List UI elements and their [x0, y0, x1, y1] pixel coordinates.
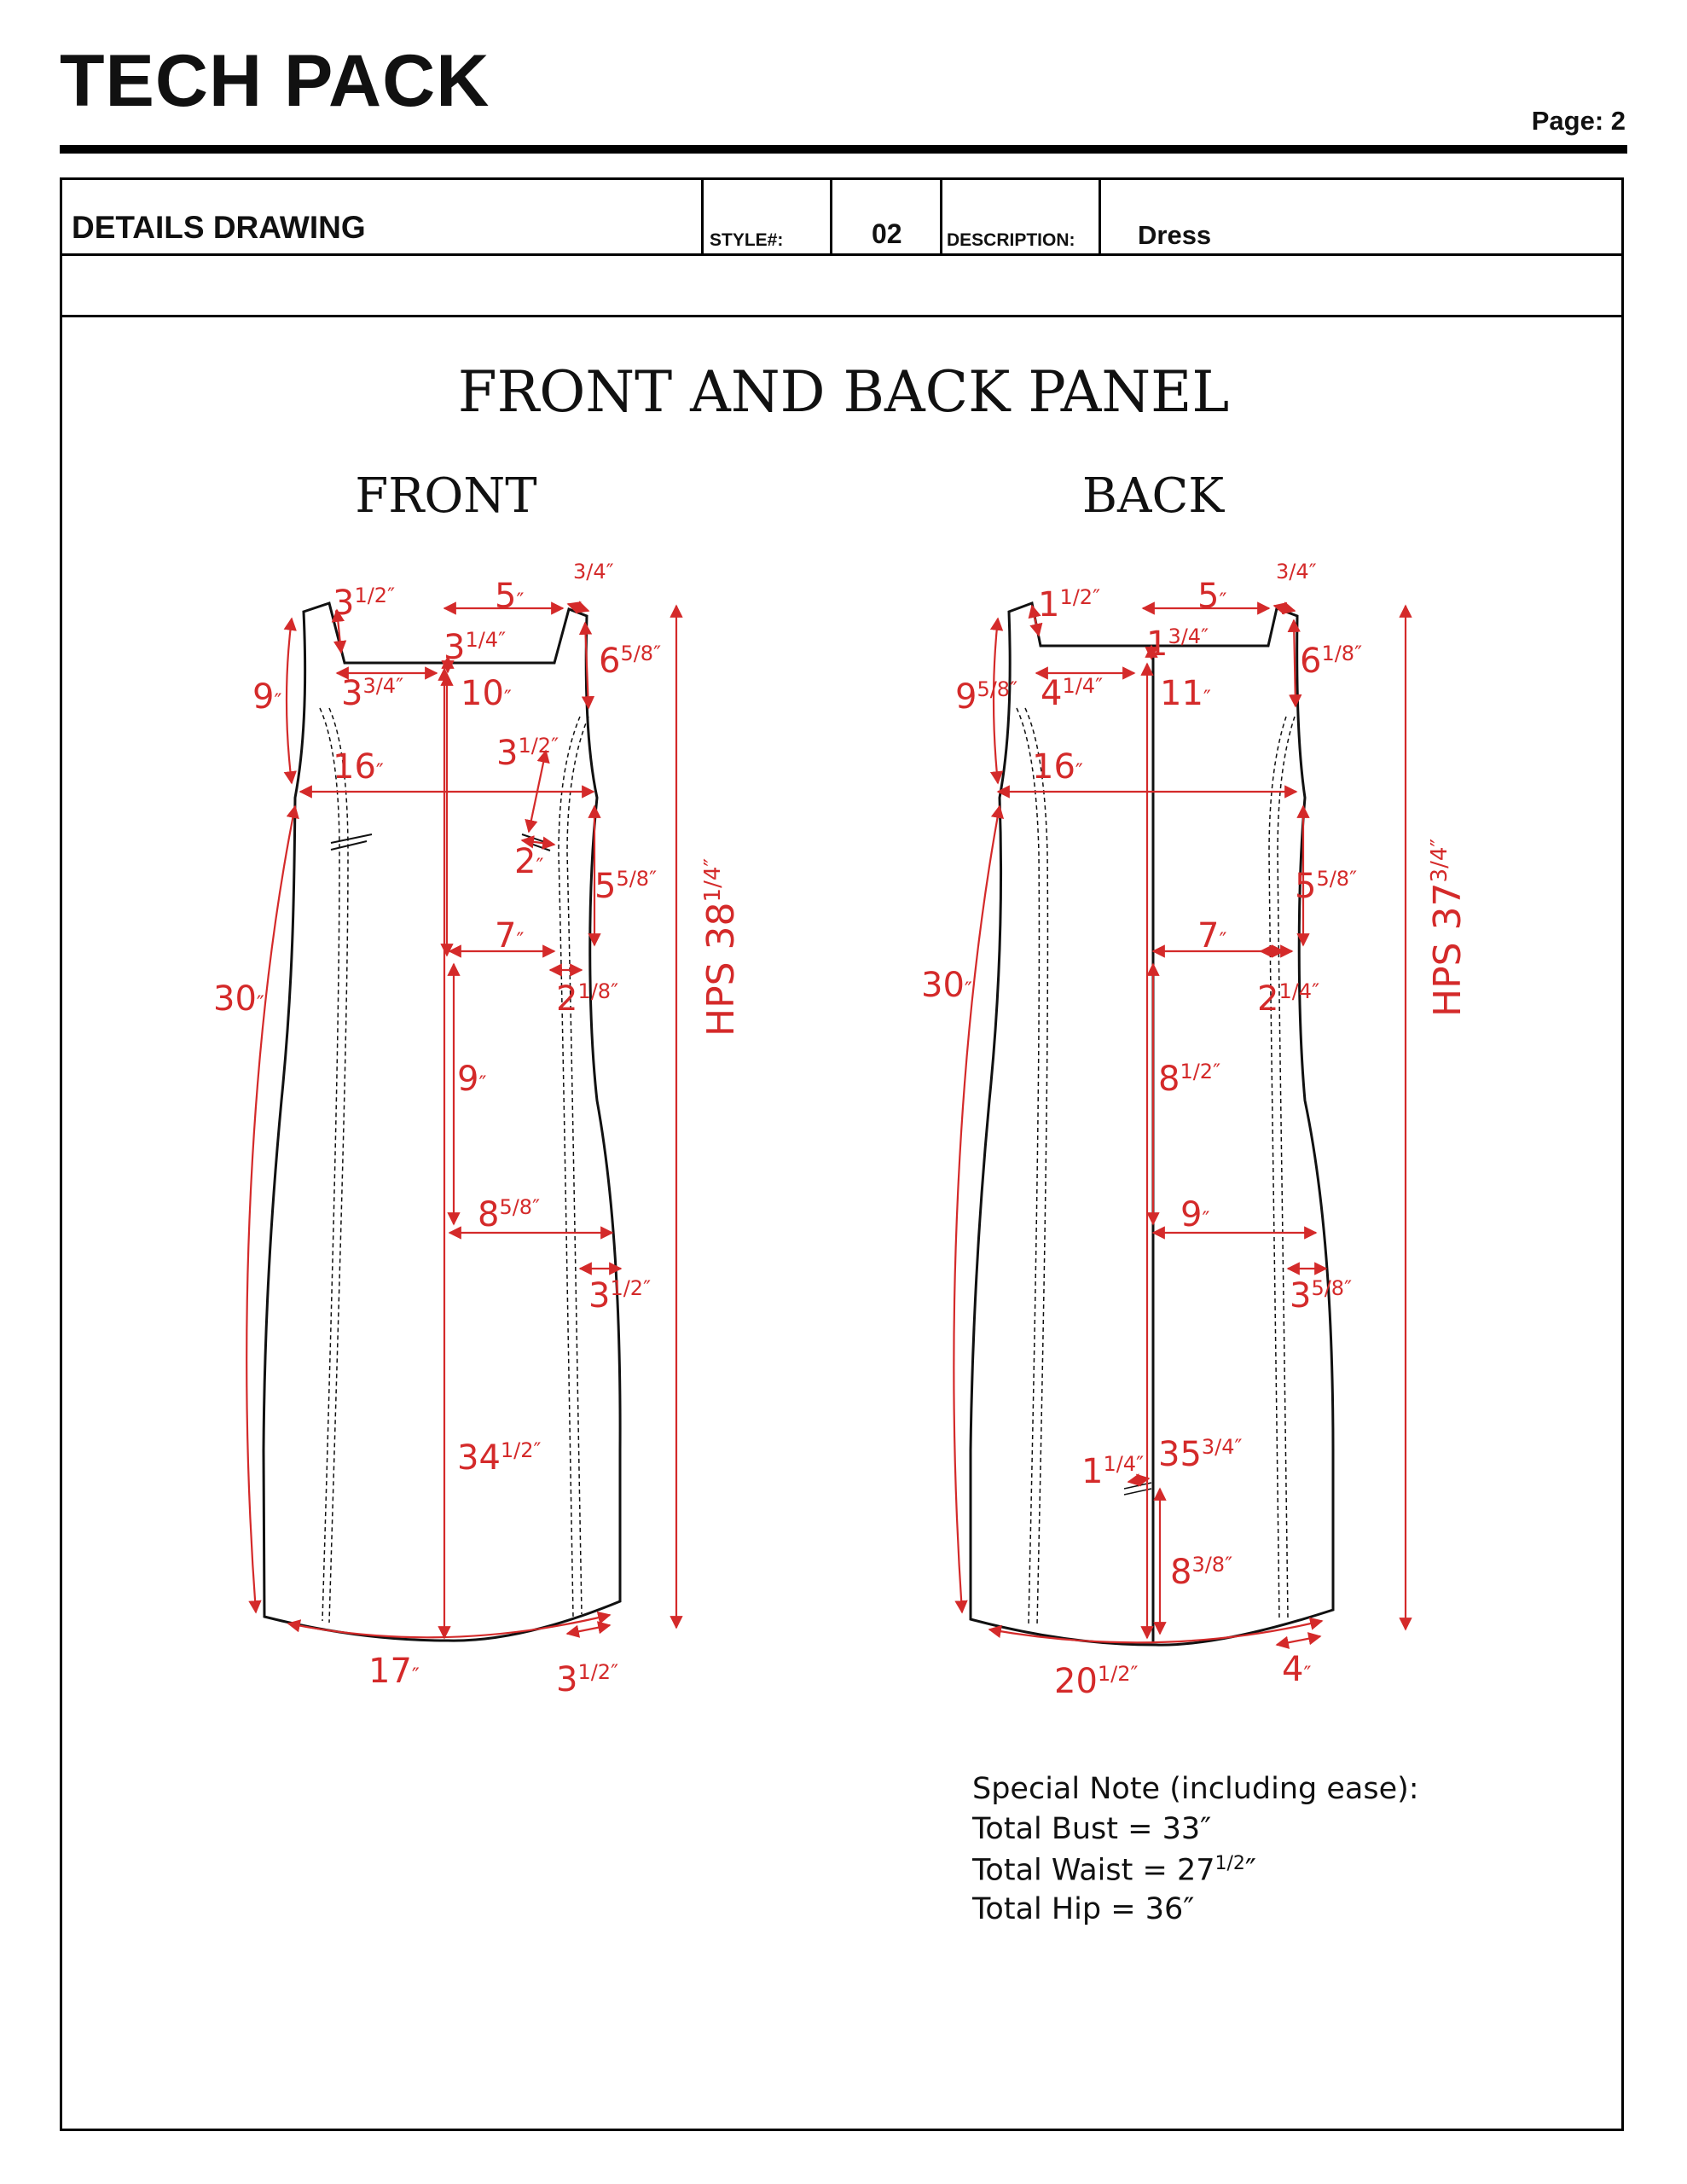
measure-label: 55/8″ [1295, 867, 1357, 906]
style-label: STYLE#: [710, 230, 784, 250]
measure-label: 83/8″ [1170, 1553, 1232, 1592]
measure-label: 31/2″ [556, 1660, 618, 1699]
measure-label: 16″ [1032, 747, 1083, 787]
measure-label: 4″ [1282, 1650, 1311, 1689]
measure-label: 11″ [1160, 674, 1211, 713]
measure-label: 31/4″ [443, 628, 506, 667]
drawing-title: FRONT AND BACK PANEL [458, 359, 1229, 425]
info-row [60, 177, 1624, 256]
hps-label: HPS 381/4″ [699, 858, 743, 1037]
measure-label: 31/2″ [588, 1276, 651, 1316]
divider [701, 177, 704, 256]
measure-label: 2″ [514, 842, 543, 881]
back-label: BACK [1082, 468, 1225, 524]
description-label: DESCRIPTION: [947, 230, 1075, 250]
measure-label: 16″ [333, 747, 384, 787]
section-label: DETAILS DRAWING [72, 210, 366, 245]
header-rule [60, 145, 1627, 154]
measure-label: 35/8″ [1290, 1276, 1352, 1316]
measure-label: 3/4″ [1276, 560, 1317, 584]
measure-label: 21/8″ [556, 979, 618, 1019]
measure-label: 7″ [1197, 916, 1226, 956]
special-note-heading: Special Note (including ease): [972, 1772, 1419, 1806]
measure-label: 3/4″ [573, 560, 614, 584]
hps-label: HPS 373/4″ [1426, 839, 1470, 1017]
info-row-blank [60, 254, 1624, 317]
special-note-waist: Total Waist = 271/2″ [972, 1853, 1256, 1888]
measure-label: 31/2″ [333, 584, 395, 623]
measure-label: 5″ [495, 577, 524, 616]
measure-label: 9″ [1180, 1195, 1209, 1234]
content-frame [60, 177, 1624, 2131]
measure-label: 30″ [921, 966, 972, 1005]
measure-label: 65/8″ [599, 642, 661, 681]
measure-label: 5″ [1197, 577, 1226, 616]
measure-label: 30″ [213, 979, 264, 1019]
front-princess-seams [319, 707, 589, 1623]
measure-label: 81/2″ [1158, 1060, 1220, 1099]
measure-label: 13/4″ [1146, 624, 1209, 664]
measure-label: 11/2″ [1038, 585, 1100, 624]
page-title: TECH PACK [60, 40, 490, 122]
measure-label: 11/4″ [1081, 1452, 1144, 1491]
back-measure-labels: 11/2″ 5″ 3/4″ 13/4″ 61/8″ 95/8″ 41/4″ 11… [921, 560, 1470, 1701]
measure-label: 21/4″ [1257, 979, 1319, 1019]
page-number: Page: 2 [1531, 106, 1626, 136]
measure-label: 31/2″ [496, 734, 559, 773]
measure-label: 7″ [495, 916, 524, 956]
measure-label: 353/4″ [1158, 1435, 1243, 1474]
front-measure-labels: 31/2″ 5″ 3/4″ 31/4″ 65/8″ 9″ 33/4″ 10″ 3… [213, 560, 743, 1699]
measure-label: 85/8″ [478, 1195, 540, 1234]
divider [1099, 177, 1101, 256]
measure-label: 61/8″ [1300, 642, 1362, 681]
measure-label: 95/8″ [955, 677, 1017, 717]
divider [940, 177, 942, 256]
front-measure-lines [246, 601, 683, 1640]
measure-label: 9″ [252, 677, 281, 717]
front-label: FRONT [355, 468, 536, 524]
description-value: Dress [1138, 220, 1212, 250]
back-princess-seams [1016, 707, 1296, 1626]
measure-label: 55/8″ [594, 867, 657, 906]
measure-label: 201/2″ [1054, 1662, 1139, 1701]
front-dress-outline [262, 601, 622, 1642]
measure-label: 17″ [368, 1652, 420, 1691]
measure-label: 10″ [461, 674, 512, 713]
special-note-hip: Total Hip = 36″ [972, 1892, 1195, 1926]
measure-label: 33/4″ [341, 674, 403, 713]
special-note-bust: Total Bust = 33″ [972, 1812, 1212, 1846]
measure-label: 9″ [457, 1060, 486, 1099]
measure-label: 341/2″ [457, 1438, 542, 1478]
divider [830, 177, 832, 256]
style-value: 02 [872, 218, 902, 249]
back-measure-lines [953, 601, 1412, 1649]
measure-label: 41/4″ [1041, 674, 1103, 713]
